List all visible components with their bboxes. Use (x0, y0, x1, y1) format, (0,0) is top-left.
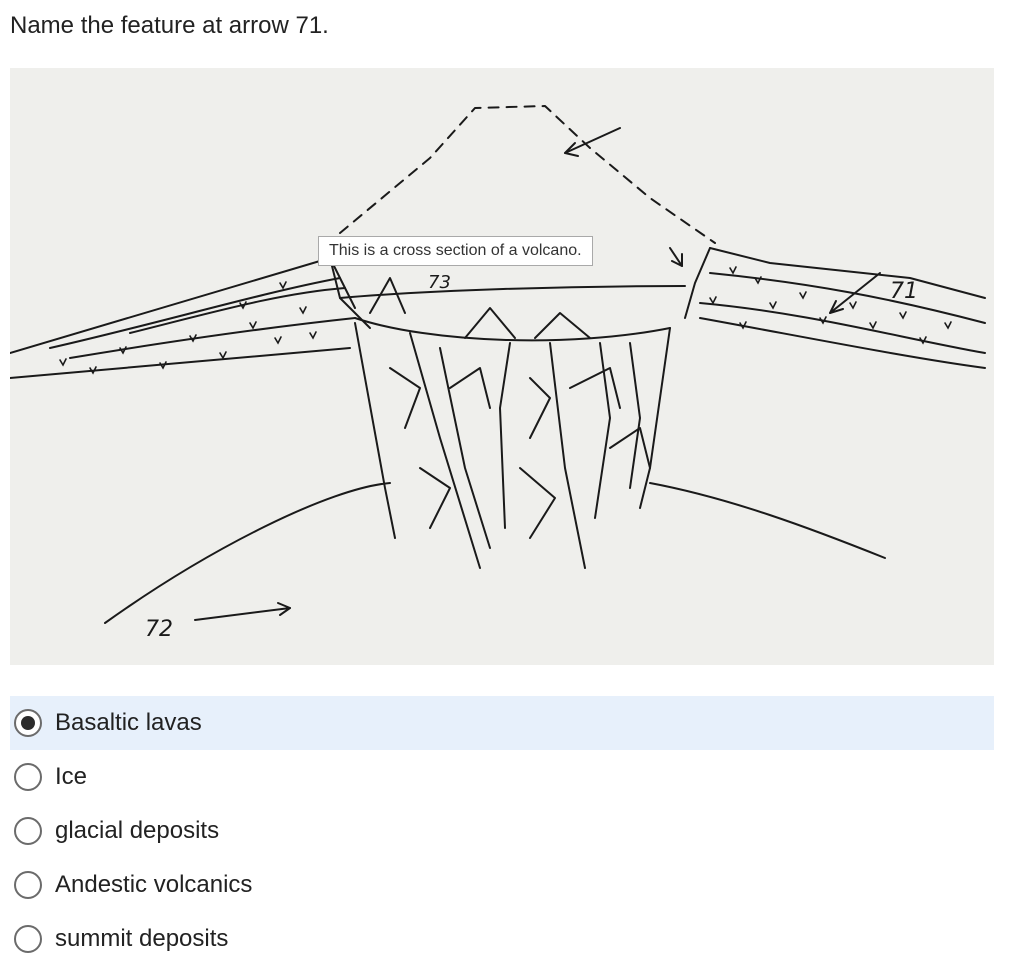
arrow-near-summit (564, 127, 621, 154)
option-label: Ice (55, 763, 88, 790)
option-label: Andestic volcanics (55, 871, 253, 898)
lower-mound-left (104, 482, 391, 624)
question-text: Name the feature at arrow 71. (10, 12, 329, 39)
arrow-72-line (194, 607, 291, 621)
option-summit-deposits[interactable]: summit deposits (10, 912, 994, 966)
option-label: glacial deposits (55, 817, 220, 844)
arrow-71-label: 71 (890, 279, 918, 304)
right-flank-base (699, 317, 986, 369)
option-ice[interactable]: Ice (10, 750, 994, 804)
inner-cone-1 (369, 277, 406, 314)
caldera-right-wall (684, 247, 711, 319)
arrow-small-right (669, 247, 683, 267)
option-label: Basaltic lavas (55, 709, 202, 736)
volcano-sketch: 71 72 73 (10, 105, 986, 642)
caldera-floor (354, 317, 671, 342)
plug-right-edge (639, 327, 671, 509)
option-label: summit deposits (55, 925, 229, 952)
answer-options: Basaltic lavas Ice glacial deposits Ande… (10, 696, 994, 966)
radio-button[interactable] (14, 871, 42, 899)
option-glacial-deposits[interactable]: glacial deposits (10, 804, 994, 858)
volcano-cross-section-image: 71 72 73 This is a cross section of a vo… (10, 68, 994, 665)
former-summit-outline (339, 105, 716, 244)
inner-cone-3 (534, 312, 591, 339)
radio-button[interactable] (14, 925, 42, 953)
option-andestic-volcanics[interactable]: Andestic volcanics (10, 858, 994, 912)
right-flank-layer-1 (709, 247, 986, 299)
lower-mound-right (649, 482, 886, 559)
left-flank-base (10, 347, 351, 379)
arrow-72-label: 72 (145, 617, 173, 642)
radio-button[interactable] (14, 817, 42, 845)
arrow-73-label: 73 (428, 272, 451, 293)
radio-button[interactable] (14, 763, 42, 791)
left-flank-layer-1 (10, 257, 356, 354)
caldera-left-wall (329, 257, 371, 329)
inner-cone-2 (464, 307, 516, 339)
radio-dot-icon (21, 716, 35, 730)
arrow-71-line (829, 272, 881, 314)
radio-button-selected[interactable] (14, 709, 42, 737)
caldera-lake-surface (339, 285, 686, 299)
plug-left-edge (354, 322, 396, 539)
option-basaltic-lavas[interactable]: Basaltic lavas (10, 696, 994, 750)
image-tooltip: This is a cross section of a volcano. (318, 236, 593, 266)
